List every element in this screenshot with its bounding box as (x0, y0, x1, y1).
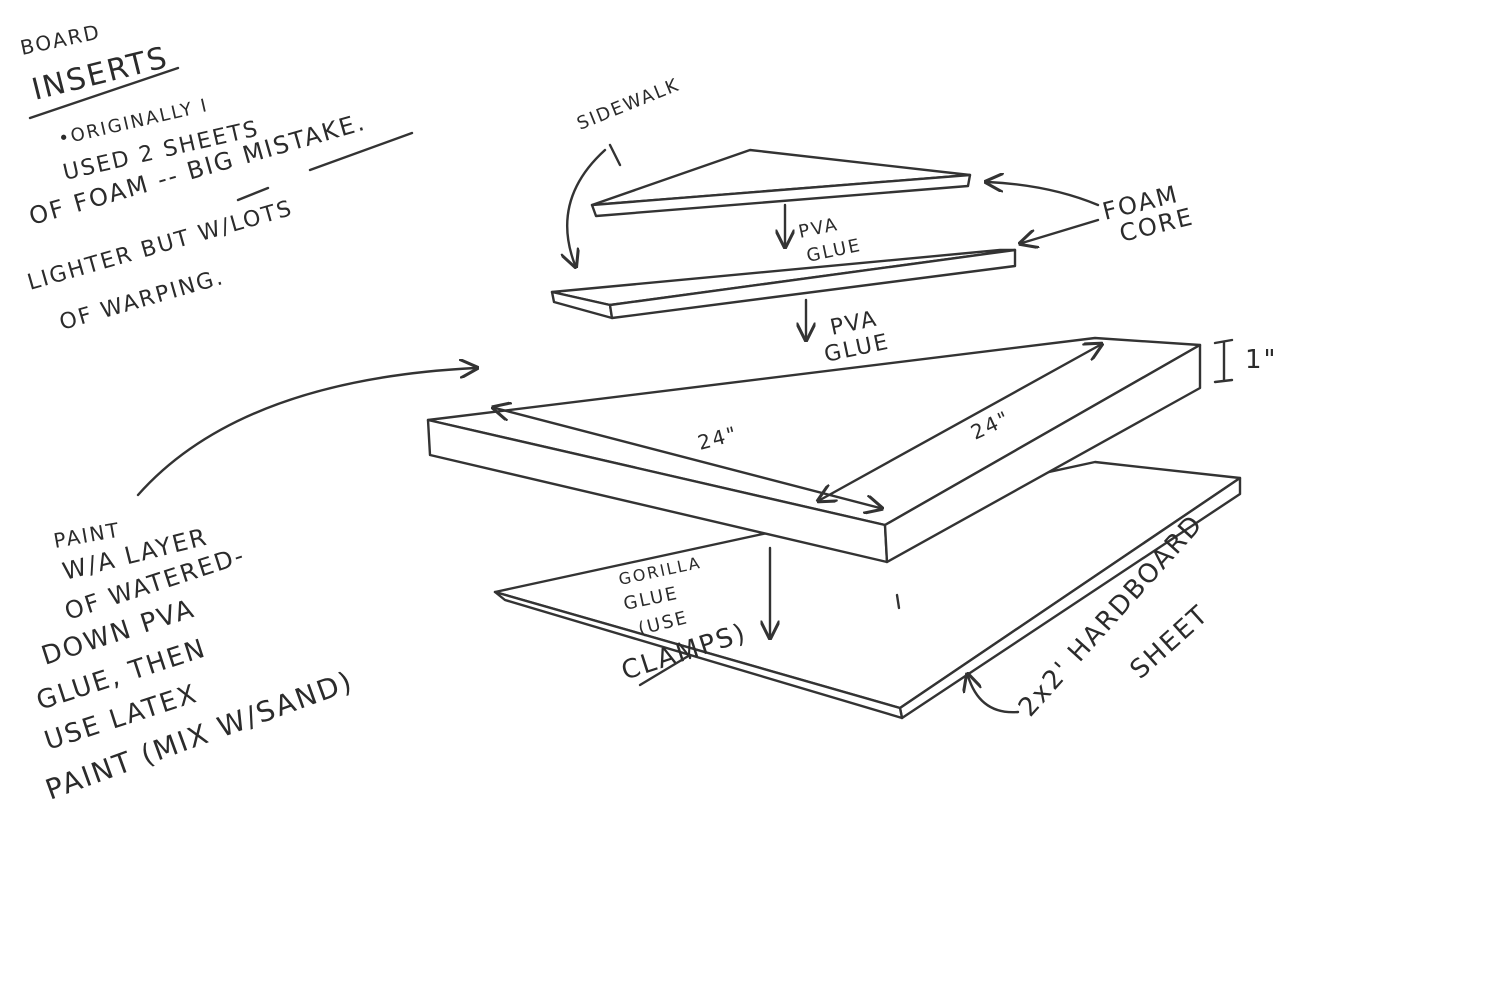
foam-core-sidewalk (590, 148, 972, 218)
sidewalk-label: SIDEWALK (574, 74, 683, 134)
pva-glue-label-1: PVA (797, 214, 841, 243)
foam-core-lower (550, 248, 1017, 320)
foam-board-base: 24" 24" 1" (426, 336, 1278, 564)
foam-core-arrow-1 (988, 182, 1100, 207)
sidewalk-arrow (567, 148, 607, 265)
thickness-label: 1" (1245, 345, 1278, 375)
tick-mark (895, 593, 901, 610)
title-line-1: BOARD (18, 19, 103, 59)
clamps-strike (638, 653, 692, 687)
hardboard-label: SHEET (1125, 599, 1216, 685)
foam-core-arrow-2 (1022, 218, 1100, 243)
sidewalk-pointer (608, 143, 622, 167)
hardboard-sheet (493, 460, 1242, 720)
hardboard-arrow (968, 676, 1020, 714)
paint-note: PAINT W/A LAYER OF WATERED- DOWN PVA GLU… (33, 518, 358, 807)
big-underline (236, 131, 414, 202)
thickness-marker (1213, 338, 1234, 384)
notes-block: •ORIGINALLY I USED 2 SHEETS OF FOAM -- B… (25, 95, 414, 336)
paint-arrow (136, 368, 475, 497)
dimension-line-right (820, 345, 1100, 500)
title-underline (28, 66, 180, 120)
title-block: BOARD INSERTS (18, 19, 180, 120)
